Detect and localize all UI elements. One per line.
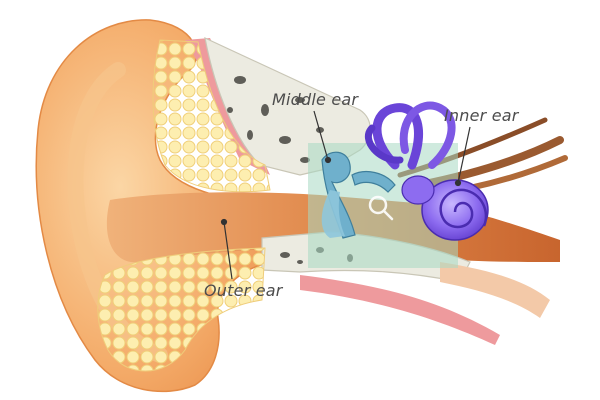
lower-fat [97,247,266,372]
inner-ear-label: Inner ear [444,106,519,125]
upper-fat [152,39,271,193]
magnifier-icon [368,195,394,221]
middle-ear-label: Middle ear [272,90,359,109]
cochlea [401,175,489,241]
leader-lines [220,110,471,280]
lower-tissue [440,262,550,318]
outer-ear-label: Outer ear [204,281,283,300]
semicircular-canals [364,101,456,170]
ossicles [321,151,396,239]
lower-muscle [300,275,500,345]
